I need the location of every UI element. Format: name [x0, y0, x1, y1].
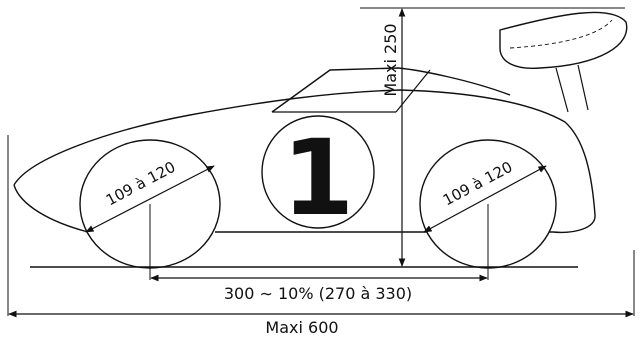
rear-wing [499, 11, 628, 69]
front-wheel-diameter-arrow [85, 165, 215, 233]
car-cockpit [271, 67, 511, 113]
car-body-outline [13, 89, 596, 234]
rear-wheel-diameter-arrow [423, 165, 547, 233]
max-length-label: Maxi 600 [265, 318, 338, 337]
max-height-label: Maxi 250 [381, 23, 400, 96]
wing-strut-2 [577, 64, 589, 111]
car-number: 1 [282, 117, 354, 239]
rear-wing-dash [509, 19, 613, 49]
wing-strut-1 [555, 67, 569, 113]
wheelbase-label: 300 ∼ 10% (270 à 330) [224, 284, 412, 303]
number-circle [261, 115, 375, 229]
car-nose-outline [13, 184, 89, 233]
